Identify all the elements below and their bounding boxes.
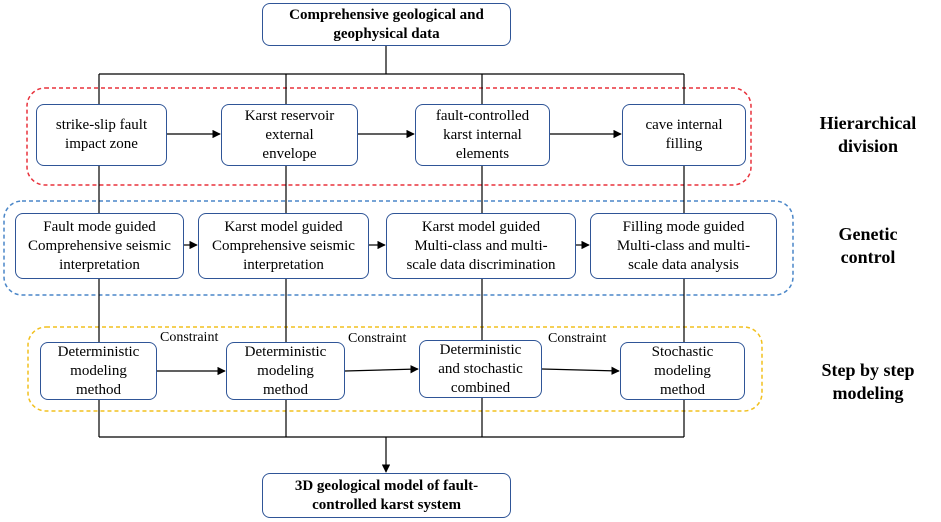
modeling-box-4-line-1: Stochastic (651, 343, 714, 360)
hierarchical-box-3-line-3: elements (455, 145, 510, 162)
modeling-box-4: Stochastic modeling method (620, 342, 745, 400)
hierarchical-box-3-line-1: fault-controlled (435, 107, 530, 124)
stage-label-step-by-step-modeling: Step by step modeling (800, 359, 936, 405)
input-data-line-1: Comprehensive geological and (289, 6, 484, 23)
input-data-box: Comprehensive geological and geophysical… (262, 3, 511, 46)
modeling-box-3: Deterministic and stochastic combined (419, 340, 542, 398)
input-data-line-2: geophysical data (333, 25, 440, 42)
constraint-label-2: Constraint (348, 331, 407, 346)
step-by-step-modeling-frame (27, 326, 763, 412)
modeling-box-1-line-1: Deterministic (57, 343, 140, 360)
stage-label-3-line-1: Step by step (821, 360, 915, 380)
genetic-box-3-line-3: scale data discrimination (406, 256, 556, 273)
stage-label-2-line-1: Genetic (838, 224, 898, 244)
modeling-box-3-line-1: Deterministic (439, 341, 522, 358)
modeling-box-2-line-3: method (263, 381, 308, 398)
modeling-box-1: Deterministic modeling method (40, 342, 157, 400)
constraint-label-3: Constraint (548, 331, 607, 346)
hierarchical-box-2-line-1: Karst reservoir (244, 107, 335, 124)
arrow-row3-2 (344, 365, 419, 374)
genetic-box-1-line-3: interpretation (59, 256, 140, 273)
output-model-line-1: 3D geological model of fault- (294, 477, 479, 494)
genetic-box-4-line-3: scale data analysis (628, 256, 739, 273)
constraint-label-1: Constraint (160, 330, 219, 345)
stage-label-1-line-1: Hierarchical (819, 113, 917, 133)
genetic-box-3-line-2: Multi-class and multi- (414, 237, 548, 254)
hierarchical-division-frame (26, 87, 752, 186)
stage-label-3-line-2: modeling (832, 383, 904, 403)
hierarchical-box-1-line-2: impact zone (65, 136, 138, 152)
output-model-line-2: controlled karst system (312, 496, 461, 513)
hierarchical-box-2-line-3: envelope (262, 145, 317, 162)
hierarchical-box-4-line-1: cave internal (645, 117, 723, 133)
genetic-box-2-line-1: Karst model guided (224, 218, 343, 235)
stage-label-hierarchical-division: Hierarchical division (800, 112, 936, 158)
genetic-box-1-line-1: Fault mode guided (43, 218, 156, 235)
arrow-row3-3 (541, 366, 620, 376)
genetic-box-1: Fault mode guided Comprehensive seismic … (15, 213, 184, 279)
modeling-box-1-line-2: modeling (70, 362, 127, 379)
modeling-box-3-line-2: and stochastic (438, 360, 523, 377)
genetic-box-2-line-2: Comprehensive seismic (212, 237, 355, 254)
hierarchical-box-2-line-2: external (265, 126, 314, 143)
modeling-box-1-line-3: method (76, 381, 121, 398)
genetic-box-4: Filling mode guided Multi-class and mult… (590, 213, 777, 279)
hierarchical-box-1: strike-slip fault impact zone (36, 104, 167, 166)
hierarchical-box-1-line-1: strike-slip fault (55, 117, 148, 133)
hierarchical-box-4-line-2: filling (665, 136, 703, 152)
genetic-box-2-line-3: interpretation (243, 256, 324, 273)
genetic-box-3-line-1: Karst model guided (421, 218, 541, 235)
modeling-box-3-line-3: combined (450, 379, 511, 396)
genetic-box-4-line-2: Multi-class and multi- (616, 237, 751, 254)
genetic-box-3: Karst model guided Multi-class and multi… (386, 213, 576, 279)
modeling-box-2-line-2: modeling (257, 362, 314, 379)
modeling-box-4-line-2: modeling (654, 362, 711, 379)
stage-label-genetic-control: Genetic control (800, 223, 936, 269)
stage-label-1-line-2: division (837, 136, 899, 156)
hierarchical-box-3: fault-controlled karst internal elements (415, 104, 550, 166)
genetic-box-4-line-1: Filling mode guided (622, 218, 745, 235)
genetic-box-1-line-2: Comprehensive seismic (28, 237, 171, 254)
hierarchical-box-2: Karst reservoir external envelope (221, 104, 358, 166)
genetic-box-2: Karst model guided Comprehensive seismic… (198, 213, 369, 279)
hierarchical-box-4: cave internal filling (622, 104, 746, 166)
stage-label-2-line-2: control (840, 247, 896, 267)
modeling-box-2: Deterministic modeling method (226, 342, 345, 400)
modeling-box-4-line-3: method (660, 381, 705, 398)
hierarchical-box-3-line-2: karst internal (443, 126, 522, 143)
modeling-box-2-line-1: Deterministic (244, 343, 327, 360)
output-model-box: 3D geological model of fault- controlled… (262, 473, 511, 518)
